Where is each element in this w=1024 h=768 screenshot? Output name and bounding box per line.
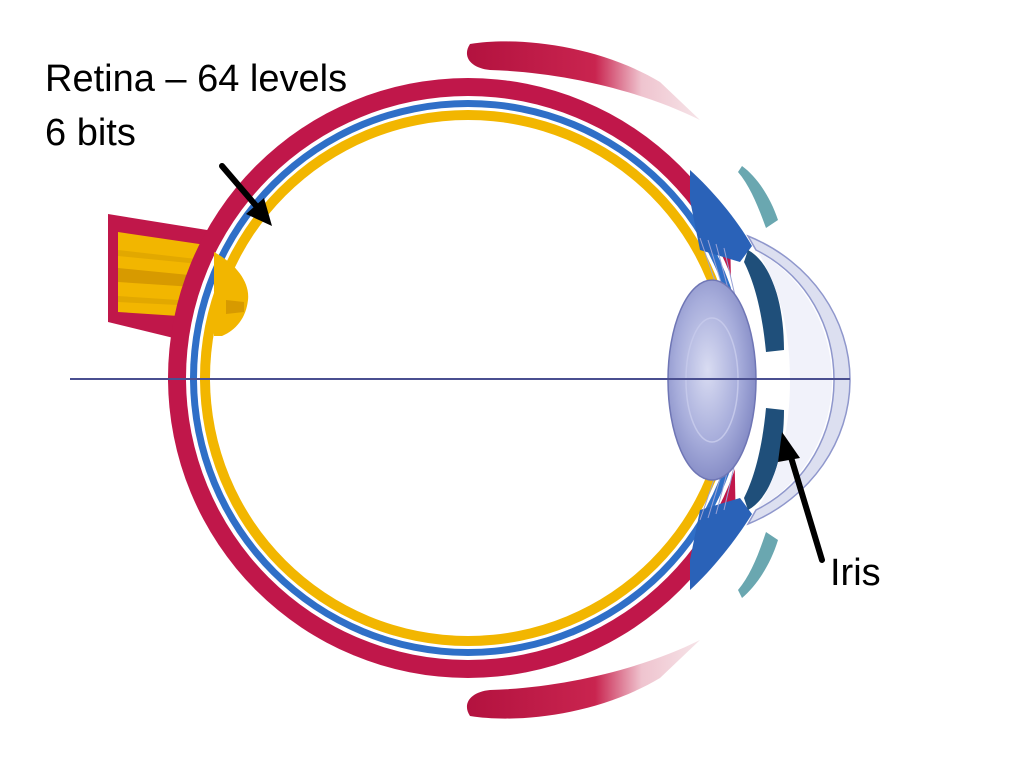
- retina-label-line1: Retina – 64 levels: [45, 58, 348, 100]
- superior-rectus-muscle: [466, 41, 700, 120]
- ciliary-body-upper: [690, 170, 752, 262]
- conjunctiva-lower: [738, 532, 778, 598]
- iris-upper: [744, 250, 784, 352]
- inferior-rectus-muscle: [466, 640, 700, 719]
- iris-lower: [744, 408, 784, 510]
- retina-label-line2: 6 bits: [45, 112, 136, 154]
- blind-spot-stripe: [226, 300, 244, 314]
- optic-disc: [214, 252, 249, 336]
- anterior-segment: [667, 166, 851, 598]
- arrow-down-right-icon: [219, 163, 272, 226]
- ciliary-body-lower: [690, 498, 752, 590]
- conjunctiva-upper: [738, 166, 778, 228]
- iris-label: Iris: [830, 552, 881, 594]
- arrow-up-left-icon: [778, 432, 825, 563]
- extraocular-muscles: [466, 41, 700, 719]
- cornea: [746, 234, 851, 526]
